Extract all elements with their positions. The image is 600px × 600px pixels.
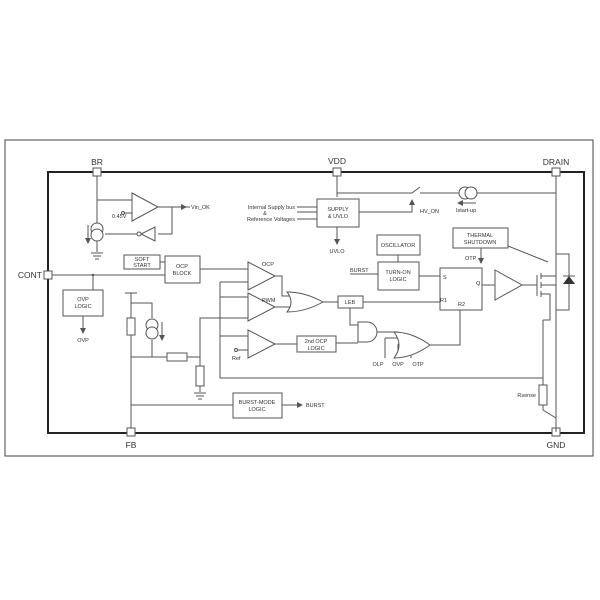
svg-text:Internal Supply bus: Internal Supply bus [248,205,295,211]
pin-drain: DRAIN [543,157,569,177]
svg-text:Ref: Ref [232,356,241,362]
and-gate [357,321,378,343]
or-gate-fault [392,331,431,359]
supply-section: Internal Supply bus & Reference Voltages… [247,176,556,255]
svg-text:THERMAL: THERMAL [467,233,493,239]
svg-text:LOGIC: LOGIC [389,277,406,283]
svg-text:BURST: BURST [306,403,325,409]
svg-text:OCP: OCP [176,264,188,270]
svg-text:VDD: VDD [328,156,346,166]
svg-text:OVP: OVP [77,338,89,344]
svg-text:& UVLO: & UVLO [328,214,349,220]
svg-text:PWM: PWM [262,298,276,304]
svg-text:TURN-ON: TURN-ON [385,270,410,276]
svg-text:OTP: OTP [465,256,477,262]
svg-text:Q: Q [476,281,481,287]
svg-text:OVP: OVP [77,297,89,303]
supply-uvlo-block: SUPPLY& UVLO [316,198,360,228]
svg-text:BLOCK: BLOCK [173,271,192,277]
pin-fb: FB [126,427,137,450]
svg-text:Rsense: Rsense [517,393,536,399]
svg-text:OLP: OLP [372,362,383,368]
svg-text:CONT: CONT [18,270,42,280]
svg-text:GND: GND [547,440,566,450]
svg-text:SOFT: SOFT [135,257,150,263]
svg-text:OTP: OTP [412,362,424,368]
pin-cont: CONT [18,270,53,280]
svg-text:SUPPLY: SUPPLY [327,207,349,213]
svg-text:LOGIC: LOGIC [307,346,324,352]
svg-text:OVP: OVP [392,362,404,368]
svg-text:START: START [133,263,151,269]
chip-outline [47,171,585,434]
svg-text:OSCILLATOR: OSCILLATOR [381,243,415,249]
svg-text:UVLO: UVLO [330,249,346,255]
leb-block: LEB [337,295,364,309]
svg-text:S: S [443,275,447,281]
or-gate-pwm [285,291,325,313]
svg-text:Reference Voltages: Reference Voltages [247,217,295,223]
oscillator-block: OSCILLATOR [376,234,421,256]
brownout-section: 0.45V Vin_OK [85,176,210,260]
svg-text:Istart-up: Istart-up [456,208,476,214]
svg-text:BR: BR [91,157,103,167]
svg-text:HV_ON: HV_ON [420,209,439,215]
svg-text:SHUTDOWN: SHUTDOWN [464,240,496,246]
svg-text:&: & [263,211,267,217]
svg-text:R2: R2 [458,302,465,308]
svg-text:Vin_OK: Vin_OK [191,205,210,211]
svg-text:LEB: LEB [345,300,356,306]
svg-text:BURST-MODE: BURST-MODE [239,400,276,406]
svg-text:BURST: BURST [350,268,369,274]
svg-text:FB: FB [126,440,137,450]
gate-driver-and-mosfet [482,176,575,432]
pin-br: BR [91,157,103,177]
svg-text:2nd OCP: 2nd OCP [305,339,328,345]
figure-frame [4,139,594,457]
rsense-resistor: Rsense [517,320,557,419]
svg-text:LOGIC: LOGIC [74,304,91,310]
svg-text:OCP: OCP [262,262,274,268]
svg-text:R1: R1 [440,298,447,304]
feedback-network [125,292,303,428]
comparators: OCP PWM Ref [199,261,543,379]
svg-text:LOGIC: LOGIC [248,407,265,413]
svg-text:DRAIN: DRAIN [543,157,569,167]
svg-text:0.45V: 0.45V [112,214,127,220]
